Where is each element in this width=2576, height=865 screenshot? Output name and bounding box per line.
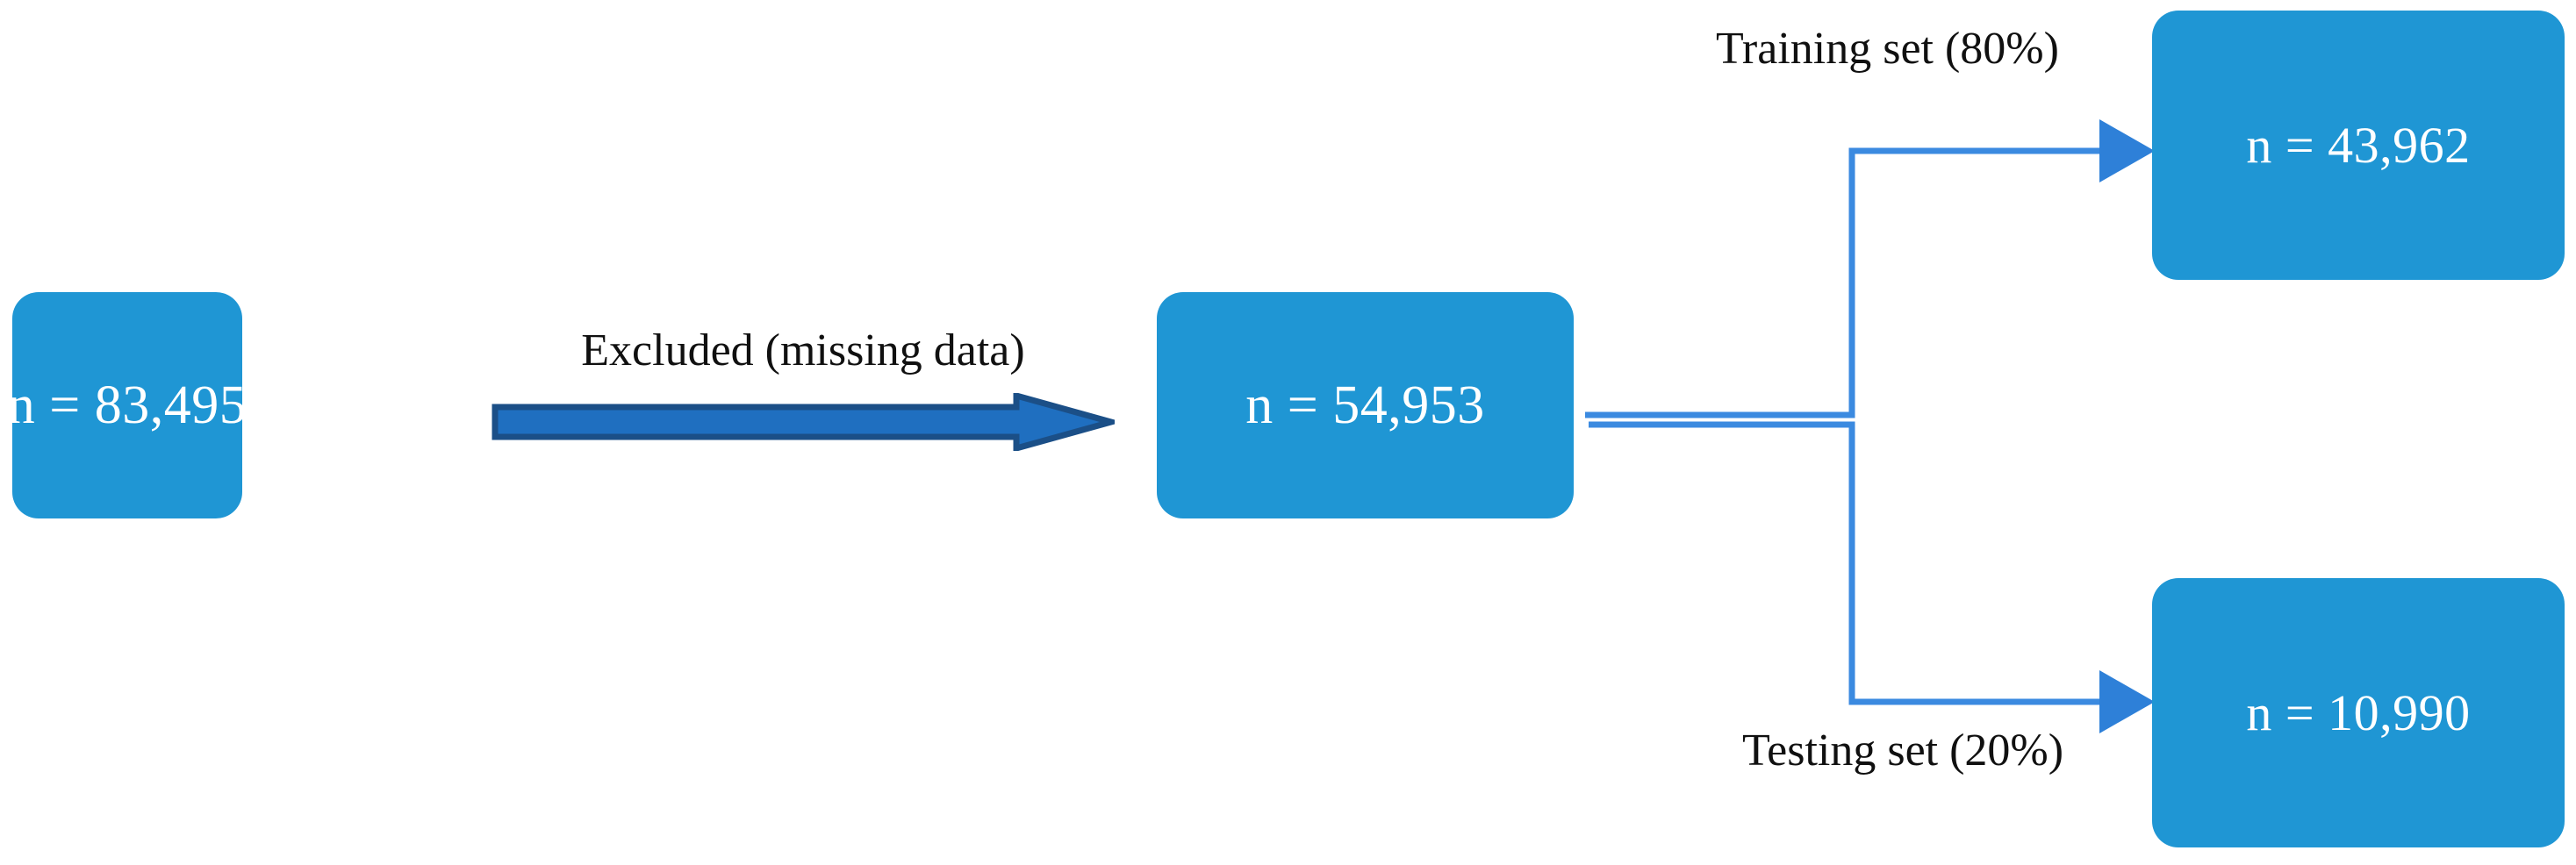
node-testing-set-label: n = 10,990 <box>2246 684 2471 741</box>
testing-arrowhead-icon <box>2099 670 2155 733</box>
testing-split-label: Testing set (20%) <box>1742 726 2064 776</box>
node-analytic-cohort-label: n = 54,953 <box>1245 375 1485 435</box>
node-training-set[interactable]: n = 43,962 <box>2152 11 2565 280</box>
node-analytic-cohort[interactable]: n = 54,953 <box>1157 292 1574 518</box>
exclusion-edge-label: Excluded (missing data) <box>581 325 1025 375</box>
node-initial-cohort[interactable]: n = 83,495 <box>8 292 247 518</box>
training-split-label: Training set (80%) <box>1716 24 2059 74</box>
training-connector-line <box>1585 147 2099 418</box>
exclusion-block-arrow <box>492 393 1115 451</box>
testing-connector-line <box>1589 421 2099 705</box>
node-training-set-label: n = 43,962 <box>2246 117 2471 174</box>
node-initial-cohort-label: n = 83,495 <box>7 375 248 435</box>
exclusion-block-arrow-icon <box>492 393 1115 451</box>
training-arrowhead-icon <box>2099 119 2155 182</box>
node-testing-set[interactable]: n = 10,990 <box>2152 578 2565 847</box>
